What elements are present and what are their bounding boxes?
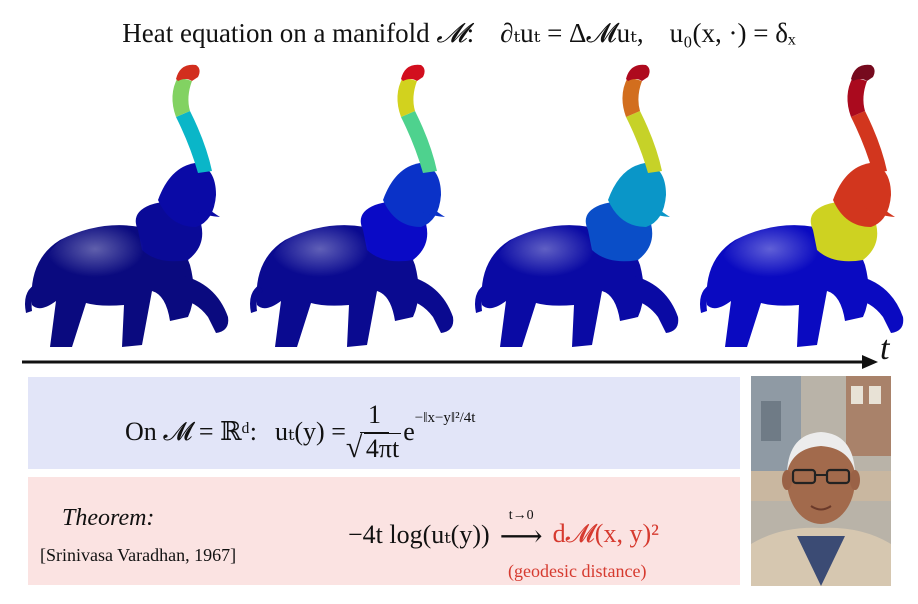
exponential-base: e xyxy=(403,417,415,447)
euclidean-lhs: On 𝓜 = ℝᵈ: xyxy=(125,416,257,446)
elephant-mesh-2 xyxy=(250,64,454,347)
exponent: −‖x−y‖²/4t xyxy=(414,409,476,426)
elephant-shine xyxy=(721,225,861,305)
elephant-mesh-1 xyxy=(25,64,229,347)
euclidean-heat-kernel: On 𝓜 = ℝᵈ: uₜ(y) = 1 4πt e−‖x−y‖²/4t xyxy=(125,400,476,463)
elephant-tail xyxy=(700,285,713,313)
elephant-trunk-tip xyxy=(401,64,425,81)
elephant-tusk xyxy=(188,197,220,217)
elephant-trunk-lower xyxy=(626,111,662,173)
theorem-label: Theorem: xyxy=(62,505,155,531)
right-arrow-icon: ⟶ xyxy=(499,520,543,553)
elephant-sequence xyxy=(22,64,904,369)
elephant-mesh-3 xyxy=(475,64,679,347)
elephant-tusk xyxy=(863,197,895,217)
elephant-rear-leg xyxy=(628,275,679,333)
elephant-tail xyxy=(250,285,263,313)
elephant-mesh-4 xyxy=(700,64,904,347)
elephant-trunk-lower xyxy=(401,111,437,173)
elephant-tusk xyxy=(638,197,670,217)
elephant-rear-leg xyxy=(178,275,229,333)
elephant-tusk xyxy=(413,197,445,217)
fraction-numerator: 1 xyxy=(360,400,390,433)
elephant-rear-leg xyxy=(853,275,904,333)
title-lead: Heat equation on a manifold xyxy=(122,18,437,48)
geodesic-distance-note: (geodesic distance) xyxy=(508,561,647,581)
title-colon: : xyxy=(466,18,475,48)
theorem-rhs: d𝓜(x, y)² xyxy=(552,519,659,548)
euclidean-fraction: 1 4πt xyxy=(346,400,402,463)
sqrt-symbol: 4πt xyxy=(346,431,402,463)
elephant-shine xyxy=(271,225,411,305)
elephant-trunk-upper xyxy=(622,77,642,117)
time-axis-label: t xyxy=(880,330,890,367)
portrait-photo xyxy=(751,376,891,586)
theorem-citation: [Srinivasa Varadhan, 1967] xyxy=(40,545,237,565)
title-equation: Heat equation on a manifold 𝓜: ∂ₜuₜ = Δ𝓜u… xyxy=(0,20,918,47)
title-initial-condition: u₀(x, ·) = δₓ xyxy=(669,18,796,48)
theorem-formula: −4t log(uₜ(y)) t→0 ⟶ d𝓜(x, y)² xyxy=(348,508,659,553)
euclidean-u: uₜ(y) = xyxy=(274,417,346,447)
elephant-rear-leg xyxy=(403,275,454,333)
limit-arrow: t→0 ⟶ xyxy=(499,508,543,553)
elephant-trunk-lower xyxy=(851,111,887,173)
elephant-trunk-upper xyxy=(172,77,192,117)
elephant-trunk-upper xyxy=(397,77,417,117)
fraction-denominator: 4πt xyxy=(363,432,402,463)
elephant-trunk-tip xyxy=(176,64,200,81)
elephant-shine xyxy=(496,225,636,305)
title-pde: ∂ₜuₜ = Δ𝓜uₜ, xyxy=(500,18,644,48)
limit-label: t→0 xyxy=(508,508,534,523)
elephant-trunk-tip xyxy=(626,64,650,81)
elephant-shine xyxy=(46,225,186,305)
elephant-trunk-lower xyxy=(176,111,212,173)
theorem-panel: Theorem: [Srinivasa Varadhan, 1967] −4t … xyxy=(28,477,740,585)
elephant-tail xyxy=(475,285,488,313)
elephant-trunk-tip xyxy=(851,64,875,81)
time-axis-arrowhead xyxy=(862,355,878,369)
elephant-tail xyxy=(25,285,38,313)
theorem-lhs: −4t log(uₜ(y)) xyxy=(348,520,490,549)
elephant-trunk-upper xyxy=(847,77,867,117)
title-manifold-symbol: 𝓜 xyxy=(436,18,467,48)
euclidean-formula-panel: On 𝓜 = ℝᵈ: uₜ(y) = 1 4πt e−‖x−y‖²/4t xyxy=(28,377,740,469)
